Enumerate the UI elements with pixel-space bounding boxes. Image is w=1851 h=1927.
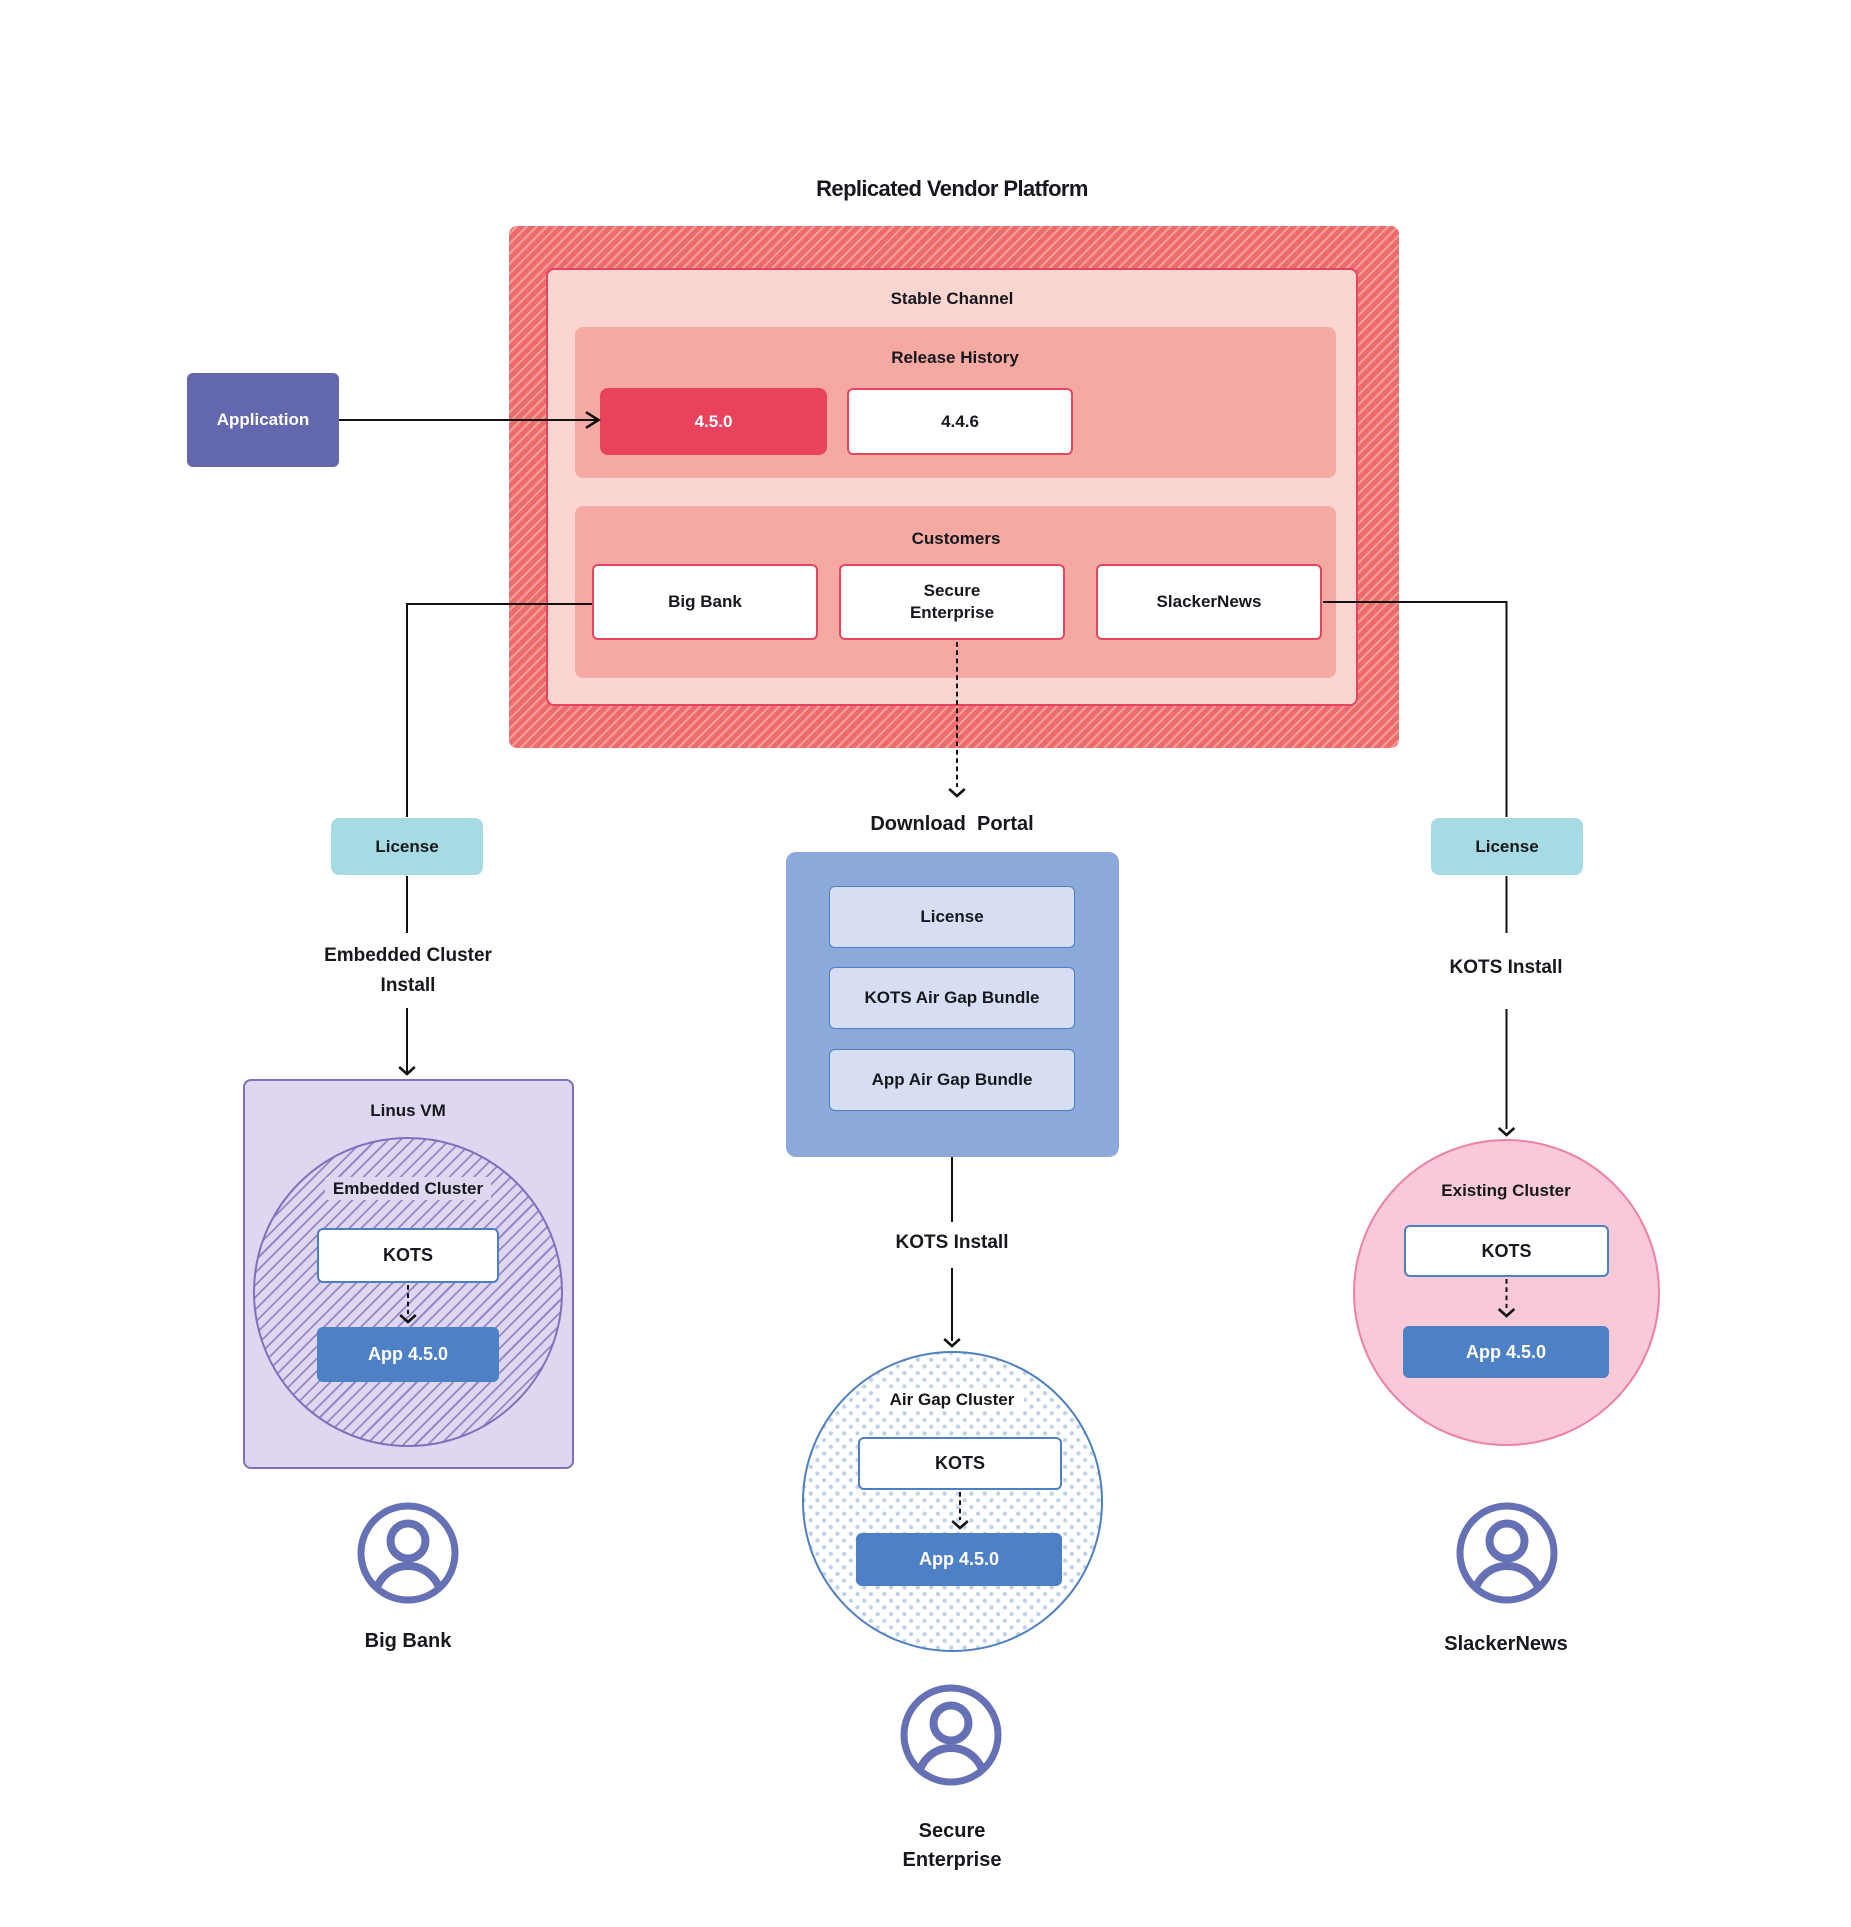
kots-install-label-center: KOTS Install (895, 1232, 1009, 1253)
user-icon-secure-enterprise (900, 1684, 1002, 1786)
slackernews-user-label: SlackerNews (1444, 1633, 1568, 1655)
embedded-cluster-install-label: Embedded Cluster Install (324, 945, 492, 996)
license-box-right: License (1431, 818, 1583, 875)
customers-label: Customers (911, 529, 1001, 548)
diagram-title: Replicated Vendor Platform (816, 176, 1088, 201)
existing-cluster-label: Existing Cluster (1441, 1181, 1571, 1200)
stable-channel-label: Stable Channel (890, 289, 1014, 308)
kots-box-embedded: KOTS (317, 1228, 499, 1283)
app-box-embedded: App 4.5.0 (317, 1327, 499, 1382)
portal-item-app-air-gap-bundle: App Air Gap Bundle (829, 1049, 1075, 1111)
license-box-left: License (331, 818, 483, 875)
linus-vm-label: Linus VM (370, 1101, 446, 1120)
arrowhead-chevron (943, 1338, 961, 1348)
download-portal-label: Download Portal (870, 813, 1034, 835)
kots-box-existing: KOTS (1404, 1225, 1609, 1277)
release-4-5-0: 4.5.0 (600, 388, 827, 455)
portal-item-license: License (829, 886, 1075, 948)
air-gap-cluster-label: Air Gap Cluster (652, 1388, 1252, 1411)
arrowhead-chevron (1497, 1127, 1516, 1137)
portal-item-kots-air-gap-bundle: KOTS Air Gap Bundle (829, 967, 1075, 1029)
application-box: Application (187, 373, 339, 467)
customer-secure-enterprise: Secure Enterprise (839, 564, 1065, 640)
arrowhead-chevron (948, 788, 966, 798)
big-bank-user-label: Big Bank (364, 1630, 452, 1652)
secure-enterprise-user-label: Secure Enterprise (902, 1820, 1002, 1871)
app-box-existing: App 4.5.0 (1403, 1326, 1609, 1378)
embedded-cluster-label: Embedded Cluster (108, 1177, 708, 1200)
app-box-air-gap: App 4.5.0 (856, 1533, 1062, 1586)
customer-big-bank: Big Bank (592, 564, 818, 640)
customer-slackernews: SlackerNews (1096, 564, 1322, 640)
release-4-4-6: 4.4.6 (847, 388, 1073, 455)
kots-box-air-gap: KOTS (858, 1437, 1062, 1490)
user-icon-big-bank (357, 1502, 459, 1604)
arrowhead-chevron (398, 1066, 416, 1076)
release-history-label: Release History (891, 348, 1019, 367)
kots-install-label-right: KOTS Install (1449, 957, 1563, 978)
user-icon-slackernews (1456, 1502, 1558, 1604)
